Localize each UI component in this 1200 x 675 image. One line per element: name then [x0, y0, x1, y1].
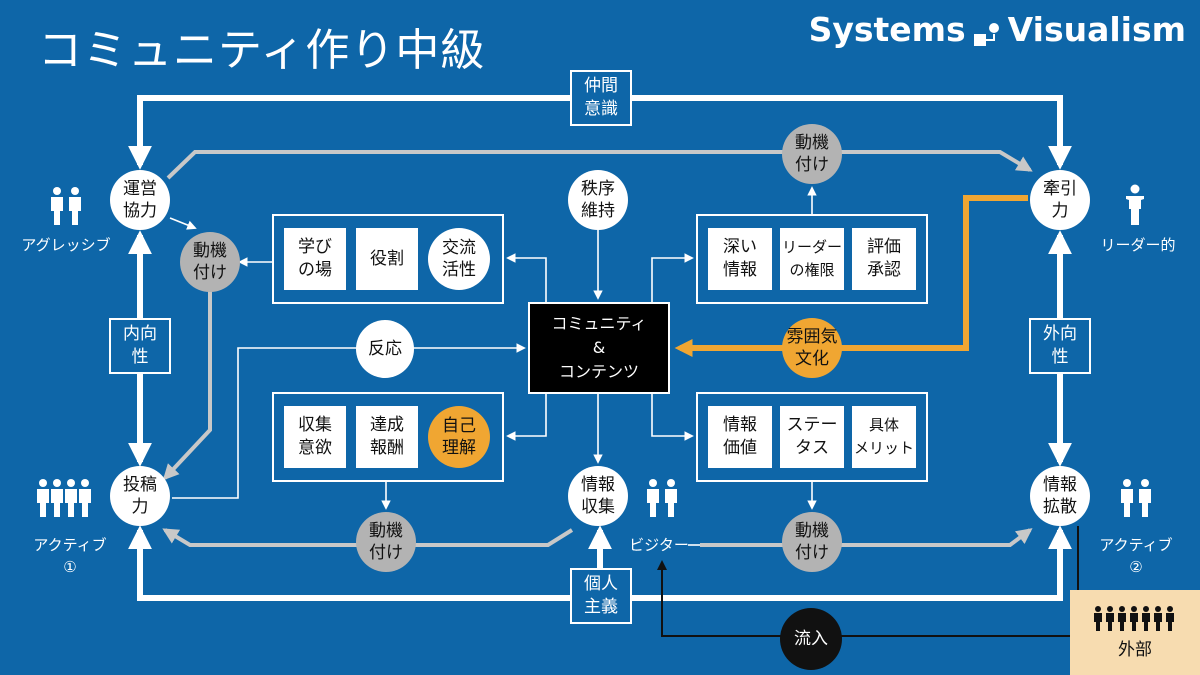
node-toko-ryoku: 投稿力: [110, 466, 170, 526]
inflow-arrows: [657, 526, 1094, 637]
brand-mark-icon: [973, 17, 1000, 46]
item-status: ステータス: [780, 406, 844, 468]
item-joho-kachi: 情報価値: [708, 406, 772, 468]
node-joho-shushu: 情報収集: [568, 466, 628, 526]
node-motivation-bottom-left: 動機付け: [356, 512, 416, 572]
people-icon-leader: [1124, 184, 1146, 226]
brand-logo: Systems Visualism: [809, 10, 1186, 49]
node-community-contents: コミュニティ&コンテンツ: [528, 302, 670, 394]
node-joho-kakusan: 情報拡散: [1030, 466, 1090, 526]
page-title: コミュニティ作り中級: [38, 25, 486, 76]
label-visitor: ビジター: [629, 536, 689, 554]
label-leader: リーダー的: [1100, 236, 1176, 254]
panel-top-right: [696, 214, 928, 304]
label-gaiko: 外向性: [1029, 318, 1091, 374]
panel-bottom-left: [272, 392, 504, 482]
item-shushu-iyoku: 収集意欲: [284, 406, 346, 468]
item-fukai-joho: 深い情報: [708, 228, 772, 290]
item-koryu-kassei: 交流活性: [428, 228, 490, 290]
node-unei-kyoryoku: 運営協力: [110, 170, 170, 230]
node-kenin-ryoku: 牽引力: [1030, 170, 1090, 230]
node-chitsujo-iji: 秩序維持: [568, 170, 628, 230]
node-motivation-top: 動機付け: [782, 124, 842, 184]
item-jiko-rikai: 自己理解: [428, 406, 490, 468]
node-motivation-left: 動機付け: [180, 232, 240, 292]
people-icon-external: [1094, 606, 1174, 631]
people-icon-visitor: [644, 478, 680, 518]
people-icon-active1: [36, 478, 94, 518]
people-icon-active2: [1118, 478, 1154, 518]
label-aggressive: アグレッシブ: [21, 236, 111, 254]
thin-connectors: [169, 186, 817, 546]
item-tassei-hoshu: 達成報酬: [356, 406, 418, 468]
label-naiko: 内向性: [109, 318, 171, 374]
node-hanno: 反応: [356, 320, 414, 378]
item-leader-kengen: リーダーの権限: [780, 228, 844, 290]
node-ryunyu: 流入: [780, 608, 842, 670]
external-box: 外部: [1070, 590, 1200, 675]
item-gutai-merit: 具体メリット: [852, 406, 916, 468]
node-atmosphere-culture: 雰囲気文化: [782, 318, 842, 378]
label-kojin: 個人主義: [570, 568, 632, 624]
panel-top-left: [272, 214, 504, 304]
panel-bottom-right: [696, 392, 928, 482]
label-nakama: 仲間意識: [570, 70, 632, 126]
item-manabi-no-ba: 学びの場: [284, 228, 346, 290]
item-hyoka-shonin: 評価承認: [852, 228, 916, 290]
label-external: 外部: [1118, 640, 1152, 660]
brand-right: Visualism: [1007, 10, 1186, 49]
brand-left: Systems: [808, 10, 966, 49]
node-motivation-bottom-right: 動機付け: [782, 512, 842, 572]
item-yakuwari: 役割: [356, 228, 418, 290]
people-icon-aggressive: [48, 186, 84, 226]
